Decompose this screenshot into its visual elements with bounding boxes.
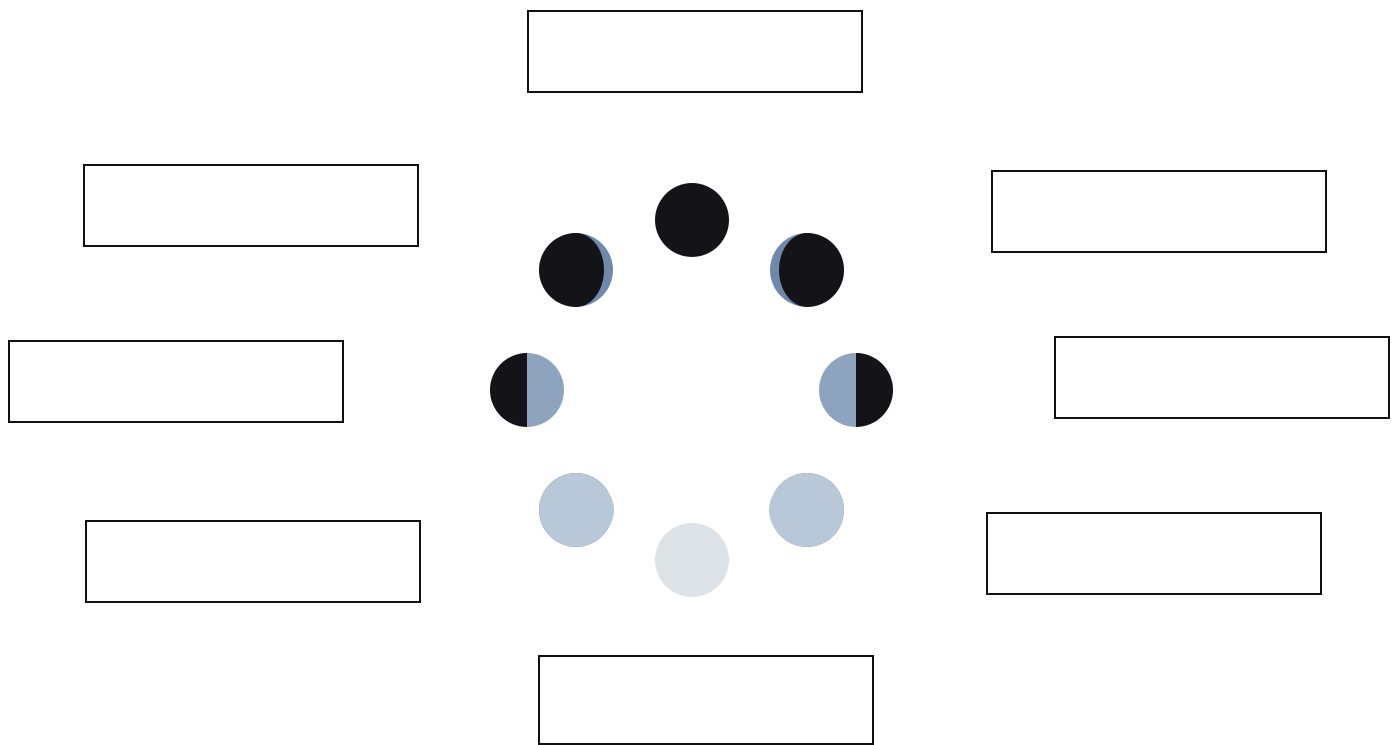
- label-box-top[interactable]: [527, 10, 863, 93]
- label-box-mid-left[interactable]: [8, 340, 344, 423]
- first-quarter-icon: [818, 352, 894, 428]
- label-input-upper-left[interactable]: [85, 165, 417, 246]
- label-box-bottom[interactable]: [538, 655, 874, 745]
- waxing-gibbous-icon: [769, 472, 845, 548]
- label-box-upper-right[interactable]: [991, 170, 1327, 253]
- new-moon-icon: [654, 182, 730, 258]
- label-input-bottom[interactable]: [540, 656, 872, 744]
- label-box-lower-left[interactable]: [85, 520, 421, 603]
- label-input-top[interactable]: [529, 11, 861, 92]
- waning-crescent-icon: [538, 232, 614, 308]
- label-input-mid-right[interactable]: [1056, 337, 1388, 418]
- label-box-lower-right[interactable]: [986, 512, 1322, 595]
- label-input-lower-right[interactable]: [988, 513, 1320, 594]
- label-input-mid-left[interactable]: [10, 341, 342, 422]
- label-input-lower-left[interactable]: [87, 521, 419, 602]
- full-moon-icon: [654, 522, 730, 598]
- third-quarter-icon: [489, 352, 565, 428]
- label-box-upper-left[interactable]: [83, 164, 419, 247]
- label-input-upper-right[interactable]: [993, 171, 1325, 252]
- waning-gibbous-icon: [538, 472, 614, 548]
- label-box-mid-right[interactable]: [1054, 336, 1390, 419]
- waxing-crescent-icon: [769, 232, 845, 308]
